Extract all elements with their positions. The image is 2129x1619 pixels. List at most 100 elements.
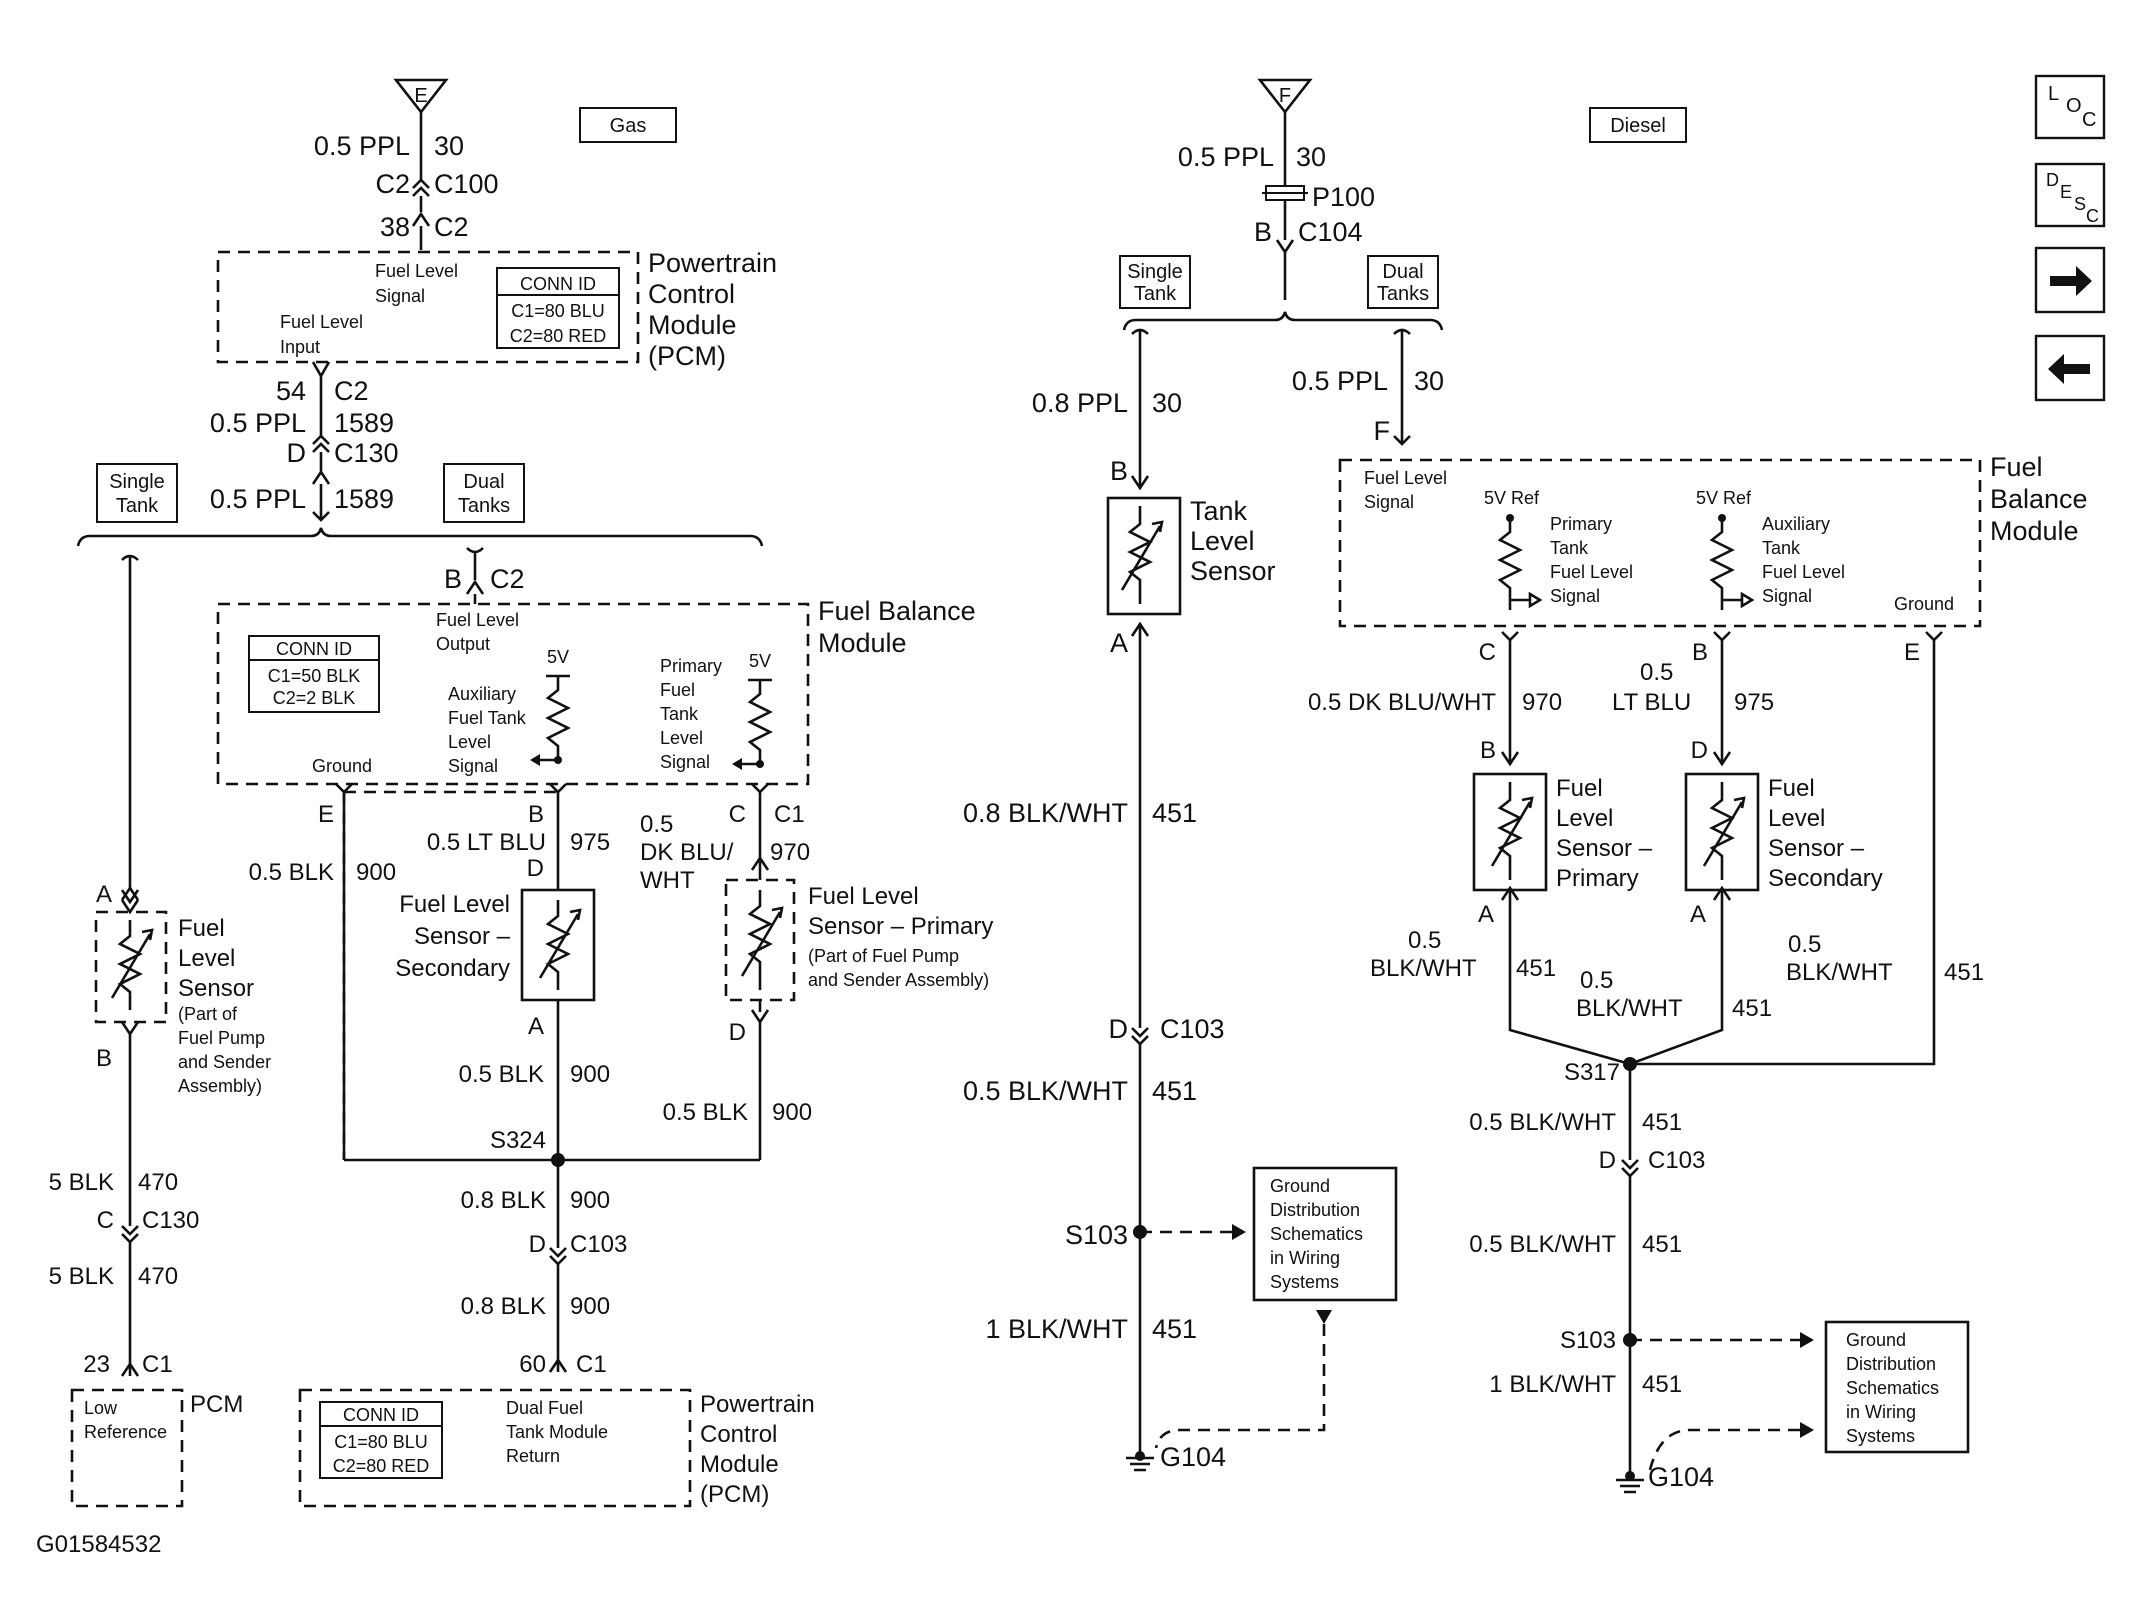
diesel-bw2-2: BLK/WHT: [1576, 995, 1683, 1022]
diesel-aux-label: Auxiliary: [1762, 514, 1830, 534]
pin-e: E: [318, 801, 334, 828]
diesel-bw1: 0.5: [1408, 927, 1441, 954]
c104-label: C104: [1298, 217, 1363, 247]
single-ground-dist-label-2: Distribution: [1270, 1200, 1360, 1220]
diesel-circuit-451-e: 451: [1642, 1231, 1682, 1258]
diesel-fuel-balance-module-box: [1338, 458, 1982, 628]
left-pcm-label: PCM: [190, 1391, 243, 1418]
diesel-fbm-ground: Ground: [1894, 594, 1954, 614]
tank-level-sensor-label-2: Level: [1190, 526, 1255, 556]
gas-dual-tanks-label-2: Tanks: [458, 495, 510, 517]
single-ground-dist-label: Ground: [1270, 1176, 1330, 1196]
wire-0-5-blk-b: 0.5 BLK: [459, 1061, 544, 1088]
c103-label: C103: [570, 1231, 627, 1258]
low-reference-label: Low: [84, 1398, 118, 1418]
conn-id-header: CONN ID: [520, 274, 596, 294]
pin-60-c1: C1: [576, 1351, 607, 1378]
pcm-return-label: Dual Fuel: [506, 1398, 583, 1418]
dual-ground-dist-label-3: Schematics: [1846, 1378, 1939, 1398]
wire-0-5-lt-blu: 0.5 LT BLU: [427, 829, 546, 856]
diesel-wire-0-5-ppl: 0.5 PPL: [1178, 142, 1274, 172]
pin-b: B: [528, 801, 544, 828]
diesel-sensor-primary-label: Fuel: [1556, 775, 1603, 802]
pcm-bottom-conn-header: CONN ID: [343, 1405, 419, 1425]
diesel-single-tank-box: [1119, 255, 1191, 309]
diesel-bw3-2: BLK/WHT: [1786, 959, 1893, 986]
diesel-bw1-2: BLK/WHT: [1370, 955, 1477, 982]
gas-fbm-name-2: Module: [818, 628, 907, 658]
prev-button[interactable]: [2034, 334, 2106, 402]
loc-o: O: [2066, 95, 2082, 117]
circuit-1589-b: 1589: [334, 484, 394, 514]
terminal-e-triangle: [393, 78, 449, 115]
left-sensor-label-4: (Part of: [178, 1004, 238, 1024]
diesel-dual-tanks-box: [1367, 255, 1439, 309]
wire-0-5-ppl-top: 0.5 PPL: [314, 131, 410, 161]
c100-label: C100: [434, 169, 499, 199]
gas-section: Gas E 0.5 PPL 30 C2 C100 38 C2 Fuel Leve…: [49, 78, 993, 1508]
diesel-bw3: 0.5: [1788, 931, 1821, 958]
pcm-bottom-conn-c1: C1=80 BLU: [334, 1432, 428, 1452]
left-sensor-label-6: and Sender: [178, 1052, 271, 1072]
diesel-primary-resistor: [1497, 518, 1523, 610]
desc-c: C: [2086, 206, 2099, 226]
pcm-top-box: [216, 250, 640, 364]
fuel-level-input-label-2: Input: [280, 337, 320, 357]
tank-level-sensor-label: Tank: [1190, 496, 1248, 526]
desc-button[interactable]: D E S C: [2034, 162, 2106, 228]
pin-c1: C1: [774, 801, 805, 828]
circuit-470-b: 470: [138, 1263, 178, 1290]
diesel-sensor-primary-label-4: Primary: [1556, 865, 1639, 892]
connector-c100-symbol: [412, 178, 430, 197]
fbm-conn-c1: C1=50 BLK: [268, 666, 361, 686]
single-wire-0-5-blk-wht: 0.5 BLK/WHT: [963, 1076, 1128, 1106]
aux-label-4: Signal: [448, 756, 498, 776]
pin-54-label: 54: [276, 376, 306, 406]
dual-ground-dist-box: [1824, 1320, 1970, 1454]
diesel-fbm-name: Fuel: [1990, 452, 2043, 482]
single-circuit-451-c: 451: [1152, 1314, 1197, 1344]
circuit-900: 900: [356, 859, 396, 886]
gas-sensor-primary-label: Fuel Level: [808, 883, 919, 910]
pcm-top-name-4: (PCM): [648, 341, 726, 371]
dual-ground-dist-label-5: Systems: [1846, 1426, 1915, 1446]
single-pin-d: D: [1109, 1014, 1129, 1044]
left-pin-a: A: [96, 881, 112, 908]
diesel-prim-label-4: Signal: [1550, 586, 1600, 606]
loc-button[interactable]: L O C: [2034, 74, 2106, 140]
diesel-prim-label: Primary: [1550, 514, 1612, 534]
pin-d-label: D: [287, 438, 307, 468]
diesel-prim-label-3: Fuel Level: [1550, 562, 1633, 582]
c2-label-c: C2: [334, 376, 369, 406]
circuit-900-e: 900: [570, 1293, 610, 1320]
pin-60: 60: [519, 1351, 546, 1378]
single-circuit-451-b: 451: [1152, 1076, 1197, 1106]
gas-dual-tanks-box: [443, 463, 525, 523]
pcm-bottom-conn-c2: C2=80 RED: [333, 1456, 430, 1476]
diesel-bw4: 0.5 BLK/WHT: [1469, 1109, 1616, 1136]
diesel-circuit-451-a: 451: [1516, 955, 1556, 982]
diesel-circuit-970: 970: [1522, 689, 1562, 716]
single-s103: S103: [1065, 1220, 1128, 1250]
next-button[interactable]: [2034, 246, 2106, 314]
aux-resistor: [545, 674, 571, 760]
diesel-circuit-30: 30: [1296, 142, 1326, 172]
diesel-bw2: 0.5: [1580, 967, 1613, 994]
dual-wire-0-5-ppl: 0.5 PPL: [1292, 366, 1388, 396]
diesel-aux-label-2: Tank: [1762, 538, 1801, 558]
wire-5-blk: 5 BLK: [49, 1169, 114, 1196]
c130-label: C130: [334, 438, 399, 468]
single-circuit-451: 451: [1152, 798, 1197, 828]
prim-label: Primary: [660, 656, 722, 676]
pin-d2: D: [729, 1019, 746, 1046]
diesel-sensor-secondary-pin-a: A: [1690, 901, 1706, 928]
gas-label-box: [579, 107, 677, 143]
dual-ground-dist-label-4: in Wiring: [1846, 1402, 1916, 1422]
pcm-return-label-3: Return: [506, 1446, 560, 1466]
circuit-1589: 1589: [334, 408, 394, 438]
dual-pin-f: F: [1374, 416, 1391, 446]
prim-label-5: Signal: [660, 752, 710, 772]
diesel-s317: S317: [1564, 1059, 1620, 1086]
wire-0-8-blk: 0.8 BLK: [461, 1187, 546, 1214]
